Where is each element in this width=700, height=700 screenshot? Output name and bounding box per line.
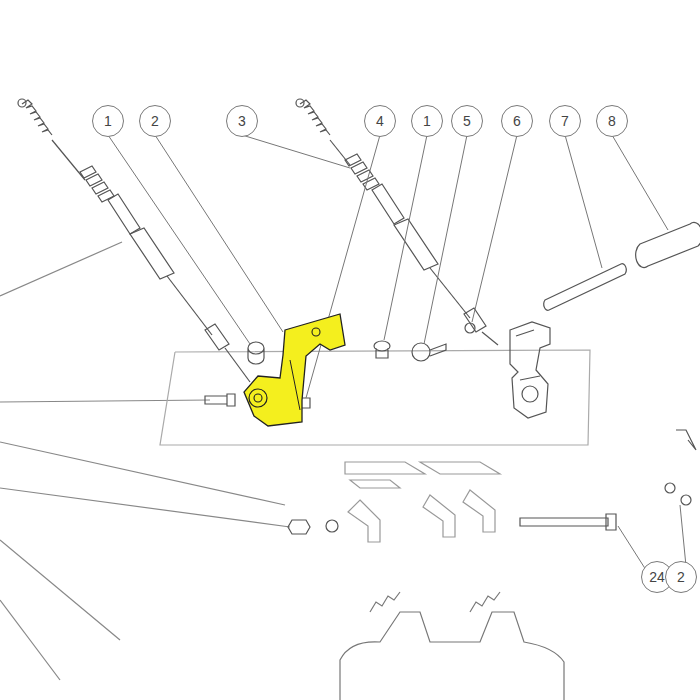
callout-number: 3	[226, 105, 258, 137]
callout-number: 1	[92, 105, 124, 137]
callout-number: 2	[139, 105, 171, 137]
callout-number: 2	[665, 561, 697, 593]
callout-number: 5	[451, 105, 483, 137]
callout-number: 8	[596, 105, 628, 137]
callout-number: 1	[411, 105, 443, 137]
callout-number: 7	[549, 105, 581, 137]
callout-number: 6	[501, 105, 533, 137]
callout-number: 4	[364, 105, 396, 137]
